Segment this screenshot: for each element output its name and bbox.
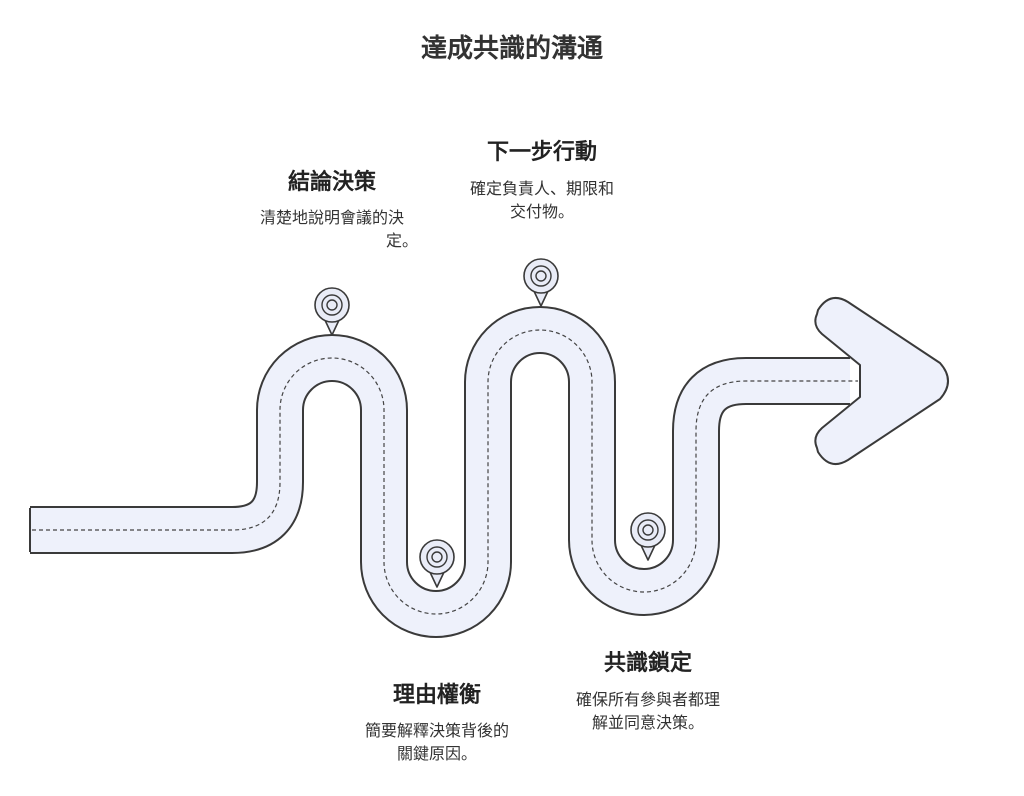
step-1-title: 結論決策 (287, 170, 376, 195)
location-pin-icon (630, 512, 666, 561)
step-1-description: 清楚地說明會議的決 定。 (232, 206, 432, 252)
location-pin-icon (419, 539, 455, 588)
location-pin-icon (523, 258, 559, 307)
step-2-desc-line-1: 簡要解釋決策背後的 (364, 721, 509, 740)
step-3-description: 確定負責人、期限和 交付物。 (442, 177, 642, 223)
step-4-desc-line-1: 確保所有參與者都理 (575, 690, 720, 709)
step-1-desc-line-1: 清楚地說明會議的決 (259, 208, 404, 227)
step-4-title: 共識鎖定 (603, 651, 692, 676)
step-3-title: 下一步行動 (486, 140, 597, 165)
step-4-description: 確保所有參與者都理 解並同意決策。 (548, 688, 748, 734)
step-3-desc-line-1: 確定負責人、期限和 (469, 179, 614, 198)
step-2-description: 簡要解釋決策背後的 關鍵原因。 (337, 719, 537, 765)
location-pin-icon (314, 287, 350, 336)
step-2-desc-line-2: 關鍵原因。 (396, 744, 477, 763)
step-4-desc-line-2: 解並同意決策。 (591, 713, 704, 732)
road-center-line (32, 329, 858, 615)
step-2-title: 理由權衡 (392, 683, 481, 708)
arrow-head-icon (814, 296, 949, 466)
step-3-desc-line-2: 交付物。 (509, 202, 574, 221)
step-1-desc-line-2: 定。 (386, 231, 419, 250)
page-title: 達成共識的溝通 (420, 34, 603, 64)
